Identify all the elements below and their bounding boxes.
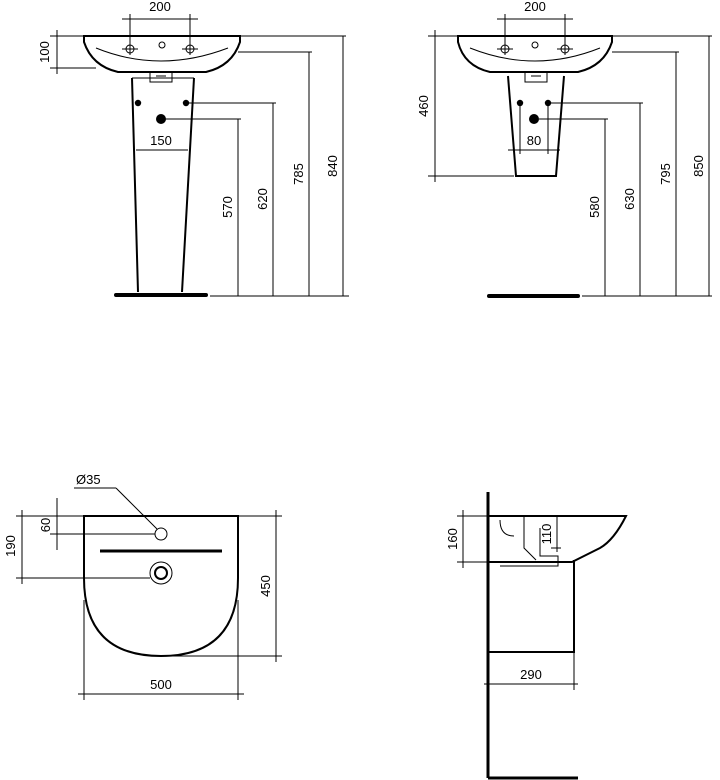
waste-outlet-icon [156,114,166,124]
basin-outline [83,35,241,73]
dim-waste-spacing: 80 [527,133,541,148]
supply-point-right-icon [544,99,552,107]
dim-630: 630 [622,188,637,210]
dim-tap-spacing: 200 [149,0,171,14]
supply-point-left-icon [134,99,142,107]
dim-850: 850 [691,155,706,177]
tap-hole-icon [154,527,168,541]
basin-outline [457,35,613,73]
waste-trap [149,72,173,83]
basin-inner-profile [499,516,537,561]
waste-outlet-icon [149,561,173,585]
dim-190: 190 [3,535,18,557]
dim-basin-depth: 100 [37,41,52,63]
semi-pedestal-front-view: 200 460 80 580 630 795 850 [416,0,712,298]
dim-290: 290 [520,667,542,682]
basin-bowl-curve [469,47,601,62]
semi-pedestal-side [488,560,575,653]
supply-point-left-icon [516,99,524,107]
dim-460: 460 [416,95,431,117]
basin-plan-outline [83,515,239,658]
side-view: 160 110 290 [445,492,628,780]
basin-bowl-curve [95,47,229,62]
semi-pedestal-shroud [507,75,565,177]
dim-795: 795 [658,163,673,185]
overflow-hole-icon [531,41,539,49]
overflow-hole-icon [158,41,166,49]
dim-waste-spacing: 150 [150,133,172,148]
waste-trap [524,72,548,83]
dim-110: 110 [539,524,554,545]
supply-point-right-icon [182,99,190,107]
dim-tap-spacing: 200 [524,0,546,14]
dim-width: 500 [150,677,172,692]
pedestal-front-view: 200 100 150 570 620 785 840 [37,0,349,297]
dim-785: 785 [291,163,306,185]
plan-view: Ø35 60 190 450 500 [3,472,282,700]
basin-side-profile [488,515,628,563]
dim-160: 160 [445,528,460,550]
dim-60: 60 [38,518,53,532]
dim-580: 580 [587,196,602,218]
dim-570: 570 [220,196,235,218]
waste-trap [500,528,559,567]
pedestal-column [131,77,195,293]
dim-hole-diameter: Ø35 [76,472,101,487]
dim-840: 840 [325,155,340,177]
dim-620: 620 [255,188,270,210]
waste-outlet-icon [529,114,539,124]
dim-depth: 450 [258,575,273,597]
